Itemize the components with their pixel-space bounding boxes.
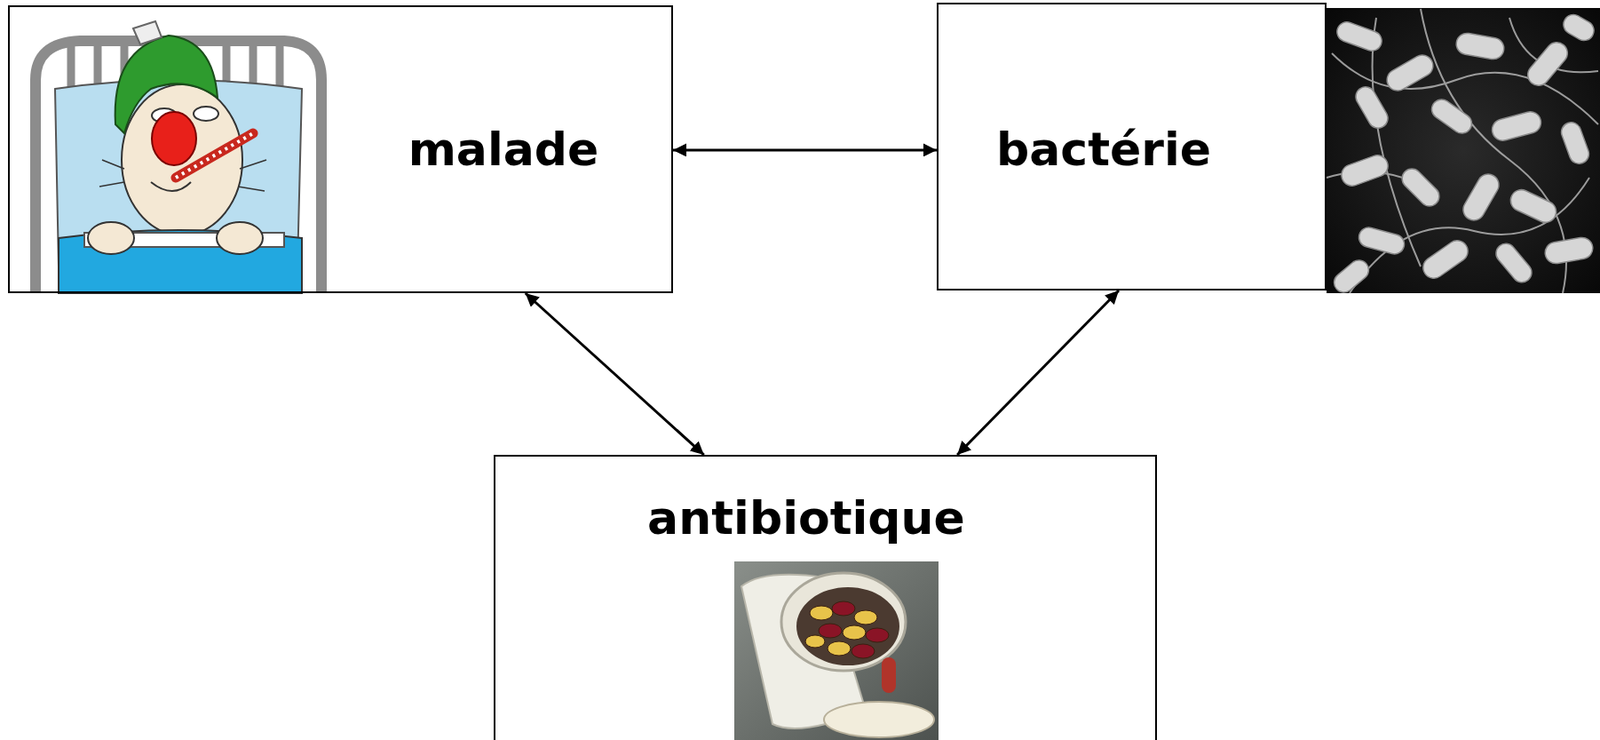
bacteria-micrograph-part [1492, 239, 1537, 286]
bacteria-micrograph-part [1330, 255, 1373, 296]
pill-bottle-photo-part [865, 627, 889, 642]
double-arrow [525, 293, 705, 455]
bacteria-micrograph-part [1326, 8, 1599, 294]
bacteria-micrograph-part [1418, 236, 1473, 283]
bacteria-micrograph-part [1560, 10, 1598, 44]
pill-bottle-photo-part [734, 561, 939, 740]
pill-bottle-photo-part [854, 609, 878, 625]
pill-bottle-photo-part [796, 586, 900, 666]
bacteria-micrograph-part [1372, 17, 1421, 267]
double-arrow [957, 290, 1119, 455]
pill-bottle-photo-part [827, 641, 851, 656]
sick-person-illustration-part [133, 21, 162, 45]
bacteria-micrograph-part [1454, 31, 1505, 61]
sick-person-illustration-part [151, 111, 197, 166]
bacteria-micrograph [1326, 7, 1600, 297]
pill-bottle-photo-part [805, 634, 825, 648]
pill-bottle-photo-part [818, 623, 842, 638]
sick-person-illustration-part [175, 133, 254, 178]
sick-person-illustration-part [99, 159, 267, 191]
double-arrow [673, 148, 937, 151]
sick-person-illustration-part [239, 159, 267, 169]
bacteria-micrograph-part [1489, 109, 1544, 143]
pill-bottle-photo-part [805, 601, 889, 658]
bacteria-micrograph-part [1543, 235, 1594, 265]
concept-label: bactérie [996, 124, 1212, 175]
pill-bottle-photo-part [881, 657, 896, 693]
bacteria-micrograph-part [1334, 19, 1385, 54]
concept-label: antibiotique [647, 492, 966, 544]
bacteria-micrograph-part [1356, 225, 1407, 257]
pill-bottle-photo-part [831, 601, 856, 616]
concept-box: malade [7, 5, 674, 294]
pill-bottle-photo-part [809, 605, 833, 620]
bacteria-micrograph-part [1523, 38, 1572, 90]
bacteria-micrograph-part [1558, 119, 1592, 167]
concept-box: antibiotique [493, 454, 1157, 740]
sick-person-illustration-part [121, 84, 243, 236]
sick-person-illustration-part [216, 221, 263, 254]
bacteria-micrograph-part [1338, 151, 1392, 189]
pill-bottle-photo-part [851, 643, 875, 658]
sick-person-illustration-part [99, 182, 125, 187]
pill-bottle-photo-part [781, 572, 906, 671]
sick-person-illustration-part [55, 79, 302, 267]
sick-person-illustration-part [193, 106, 219, 121]
bacteria-micrograph-part [1330, 10, 1598, 296]
pill-bottle-photo [734, 561, 939, 740]
sick-person-illustration-part [237, 186, 265, 191]
sick-person-illustration-part [175, 133, 254, 178]
bacteria-micrograph-part [1506, 186, 1560, 227]
bacteria-micrograph-part [1459, 170, 1504, 224]
bacteria-micrograph-part [1383, 51, 1437, 96]
bacteria-micrograph-part [1326, 7, 1600, 294]
pill-bottle-photo-part [842, 625, 866, 640]
sick-person-illustration-part [150, 182, 191, 191]
concept-box: bactérie [936, 2, 1327, 291]
concept-label: malade [408, 124, 600, 175]
sick-person-illustration-part [102, 159, 125, 169]
bacteria-micrograph-part [1427, 95, 1476, 138]
sick-person-illustration-part [87, 221, 135, 254]
bacteria-micrograph-part [1352, 83, 1392, 132]
sick-person-illustration [35, 21, 322, 294]
pill-bottle-photo-part [823, 701, 935, 737]
bacteria-micrograph-part [1398, 165, 1444, 211]
